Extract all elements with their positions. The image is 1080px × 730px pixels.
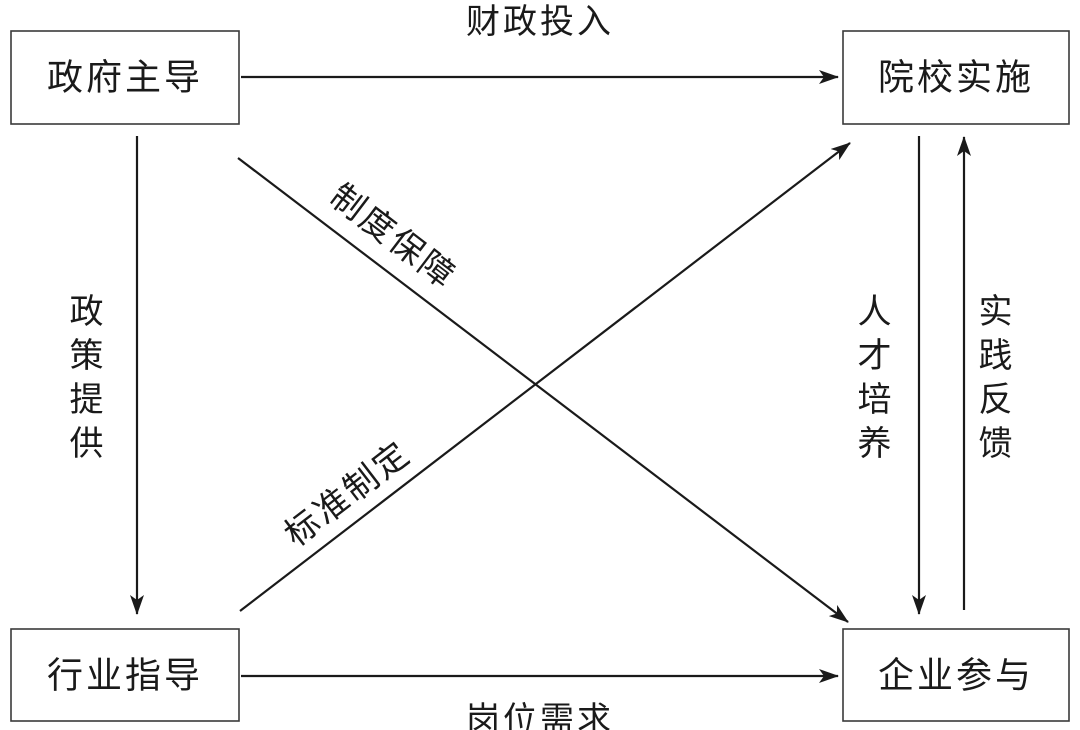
node-industry: 行业指导 [10, 628, 240, 722]
node-college: 院校实施 [842, 30, 1070, 125]
label-practice-feedback-char: 践 [979, 336, 1016, 376]
label-talent-cultivation-char: 培 [858, 380, 895, 420]
node-government: 政府主导 [10, 30, 240, 125]
label-talent-cultivation: 人 才 培 养 [858, 292, 895, 464]
label-practice-feedback-char: 实 [979, 292, 1016, 332]
label-talent-cultivation-char: 人 [858, 292, 895, 332]
label-financial-input: 财政投入 [466, 2, 614, 42]
arrow-industry-to-college [239, 142, 851, 612]
label-policy-provision-char: 政 [70, 292, 107, 332]
label-policy-provision-char: 供 [70, 424, 107, 464]
label-practice-feedback-char: 馈 [979, 424, 1016, 464]
label-policy-provision: 政 策 提 供 [70, 292, 107, 464]
node-enterprise-label: 企业参与 [878, 656, 1034, 697]
label-policy-provision-char: 策 [70, 336, 107, 376]
arrow-government-to-enterprise [237, 157, 849, 623]
node-government-label: 政府主导 [47, 58, 203, 99]
label-practice-feedback: 实 践 反 馈 [979, 292, 1016, 464]
label-practice-feedback-char: 反 [979, 380, 1016, 420]
label-job-demand: 岗位需求 [466, 700, 614, 730]
node-enterprise: 企业参与 [842, 628, 1070, 722]
label-talent-cultivation-char: 养 [858, 424, 895, 464]
node-industry-label: 行业指导 [47, 656, 203, 697]
label-talent-cultivation-char: 才 [858, 336, 895, 376]
node-college-label: 院校实施 [878, 58, 1034, 99]
label-policy-provision-char: 提 [70, 380, 107, 420]
label-standard-setting: 标准制定 [277, 433, 419, 555]
